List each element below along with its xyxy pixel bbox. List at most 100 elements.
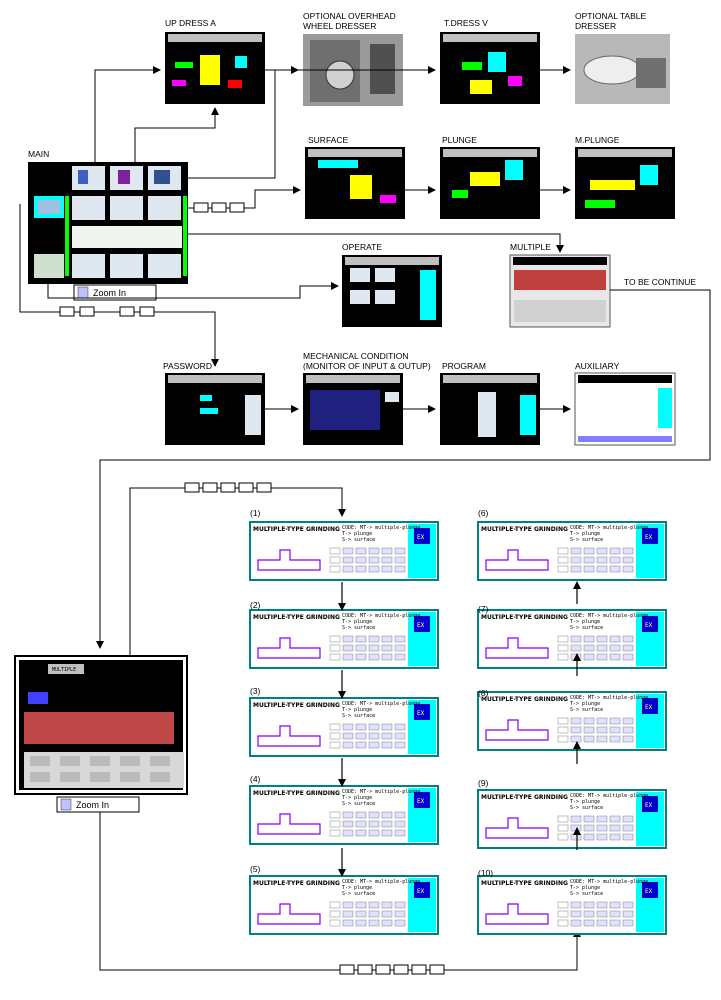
code-legend: S-> surface [570, 707, 603, 713]
code-legend: S-> surface [342, 537, 375, 543]
mplunge-screen[interactable] [575, 147, 675, 219]
link-boxes [59, 202, 445, 975]
grinding-panel-number: (8) [478, 688, 489, 698]
label-password: PASSWORD [163, 361, 212, 371]
code-legend: S-> surface [570, 625, 603, 631]
code-legend: S-> surface [342, 801, 375, 807]
surface-screen[interactable] [305, 147, 405, 219]
label-mplunge: M.PLUNGE [575, 135, 620, 145]
label-surface: SURFACE [308, 135, 348, 145]
code-legend: S-> surface [342, 891, 375, 897]
grinding-panel-number: (5) [250, 864, 261, 874]
code-legend: T-> plunge [342, 619, 372, 625]
workpiece-profile [257, 637, 321, 659]
ex-label: EX [645, 802, 653, 809]
program-screen[interactable] [440, 373, 540, 445]
code-legend: CODE: MT-> multiple-plunge [342, 701, 420, 707]
workpiece-profile [485, 549, 549, 571]
workpiece-profile [257, 813, 321, 835]
label-multiple: MULTIPLE [510, 242, 551, 252]
table-dresser-photo [575, 34, 670, 104]
multiple-panel[interactable]: MULTIPLE [14, 655, 188, 795]
label-to-be-continue: TO BE CONTINUE [624, 277, 696, 287]
operate-screen[interactable] [342, 255, 442, 327]
multiple-panel-title: MULTIPLE [52, 667, 76, 673]
top-connectors [19, 66, 711, 971]
code-legend: S-> surface [570, 891, 603, 897]
grinding-panel-number: (4) [250, 774, 261, 784]
ex-label: EX [645, 534, 653, 541]
code-legend: CODE: MT-> multiple-plunge [342, 789, 420, 795]
grinding-title: MULTIPLE-TYPE GRINDING [253, 702, 340, 709]
grinding-title: MULTIPLE-TYPE GRINDING [481, 526, 568, 533]
code-legend: T-> plunge [570, 531, 600, 537]
code-legend: CODE: MT-> multiple-plunge [342, 879, 420, 885]
grinding-arrows [338, 581, 581, 877]
plunge-screen[interactable] [440, 147, 540, 219]
code-legend: T-> plunge [570, 799, 600, 805]
grinding-title: MULTIPLE-TYPE GRINDING [481, 880, 568, 887]
label-table-2: DRESSER [575, 21, 616, 31]
grinding-panel-number: (10) [478, 868, 493, 878]
ex-label: EX [645, 704, 653, 711]
code-legend: CODE: MT-> multiple-plunge [570, 879, 648, 885]
code-legend: CODE: MT-> multiple-plunge [570, 613, 648, 619]
code-legend: CODE: MT-> multiple-plunge [570, 525, 648, 531]
grinding-title: MULTIPLE-TYPE GRINDING [253, 880, 340, 887]
label-updress: UP DRESS A [165, 18, 216, 28]
label-program: PROGRAM [442, 361, 486, 371]
label-auxiliary: AUXILIARY [575, 361, 620, 371]
ex-label: EX [417, 534, 425, 541]
code-legend: T-> plunge [342, 531, 372, 537]
label-operate: OPERATE [342, 242, 382, 252]
code-legend: CODE: MT-> multiple-plunge [342, 525, 420, 531]
label-mech-1: MECHANICAL CONDITION [303, 351, 408, 361]
grinding-panel-number: (1) [250, 508, 261, 518]
main-screen[interactable] [28, 162, 188, 284]
auxiliary-screen[interactable] [574, 372, 676, 446]
ex-label: EX [645, 622, 653, 629]
code-legend: T-> plunge [342, 707, 372, 713]
grinding-title: MULTIPLE-TYPE GRINDING [481, 614, 568, 621]
zoom-in-button-top[interactable]: Zoom In [73, 284, 157, 301]
label-main: MAIN [28, 149, 49, 159]
mech-condition-screen[interactable] [303, 373, 403, 445]
grinding-panel-number: (3) [250, 686, 261, 696]
code-legend: T-> plunge [342, 885, 372, 891]
label-tdress: T.DRESS V [444, 18, 488, 28]
grinding-title: MULTIPLE-TYPE GRINDING [481, 696, 568, 703]
code-legend: CODE: MT-> multiple-plunge [570, 793, 648, 799]
grinding-title: MULTIPLE-TYPE GRINDING [253, 614, 340, 621]
workpiece-profile [257, 549, 321, 571]
password-screen[interactable] [165, 373, 265, 445]
grinding-panel-number: (6) [478, 508, 489, 518]
workpiece-profile [257, 903, 321, 925]
ex-label: EX [417, 888, 425, 895]
zoom-in-button-bottom[interactable]: Zoom In [56, 796, 140, 813]
ex-label: EX [417, 622, 425, 629]
grinding-title: MULTIPLE-TYPE GRINDING [253, 790, 340, 797]
grinding-title: MULTIPLE-TYPE GRINDING [253, 526, 340, 533]
workpiece-profile [485, 719, 549, 741]
label-mech-2: (MONITOR OF INPUT & OUTUP) [303, 361, 431, 371]
multiple-screen[interactable] [509, 254, 611, 328]
code-legend: T-> plunge [570, 701, 600, 707]
ex-label: EX [417, 710, 425, 717]
code-legend: T-> plunge [342, 795, 372, 801]
tdress-screen[interactable] [440, 32, 540, 104]
zoom-in-label-top: Zoom In [93, 288, 126, 298]
updress-screen[interactable] [165, 32, 265, 104]
ex-label: EX [417, 798, 425, 805]
workpiece-profile [485, 817, 549, 839]
